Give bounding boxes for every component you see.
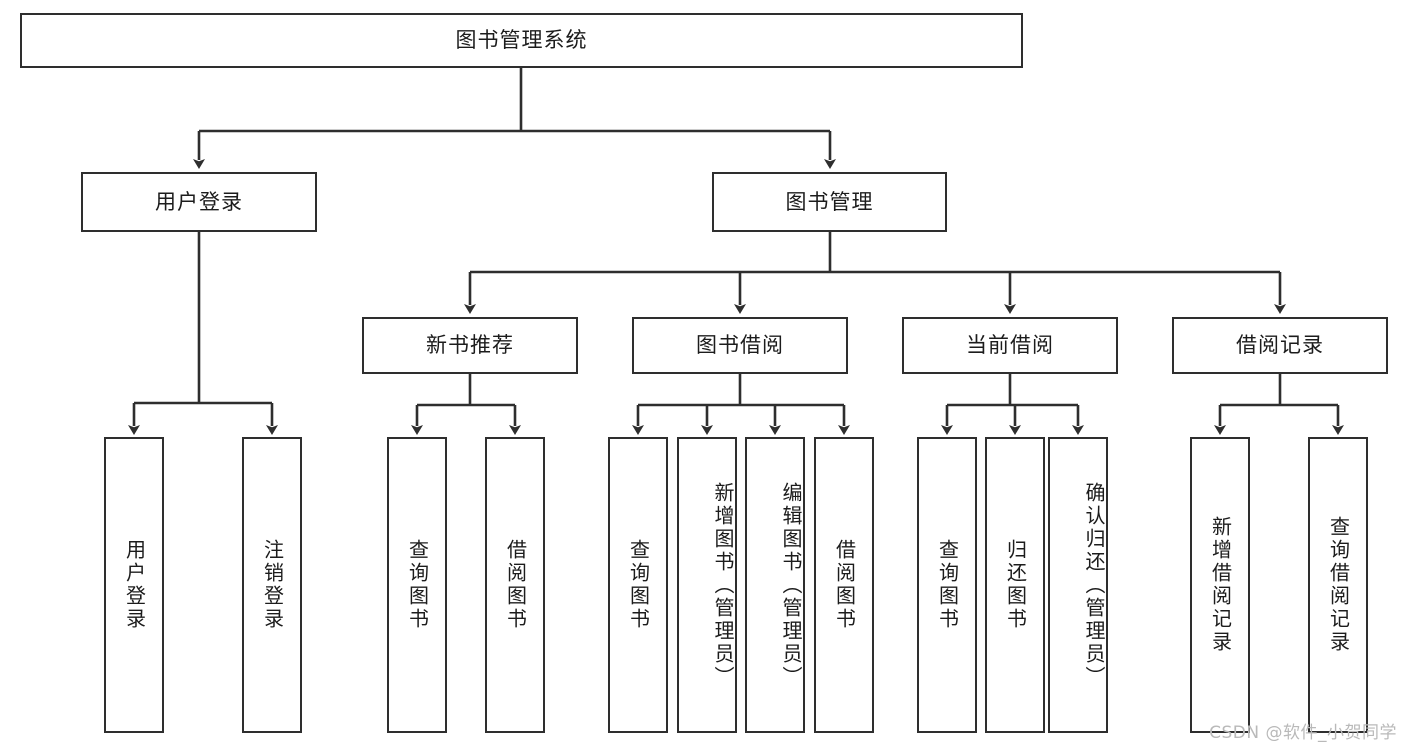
node-new-book-recommend-label: 新书推荐 — [426, 333, 514, 358]
leaf-query-book-recommend[interactable]: 查询图书 — [387, 437, 447, 733]
leaf-query-book-recommend-label: 查询图书 — [405, 539, 430, 631]
leaf-query-book-current-label: 查询图书 — [935, 539, 960, 631]
leaf-user-login[interactable]: 用户登录 — [104, 437, 164, 733]
leaf-edit-book-admin-label: 编辑图书（管理员） — [779, 481, 803, 689]
node-borrow-record[interactable]: 借阅记录 — [1172, 317, 1388, 374]
leaf-query-book-borrow[interactable]: 查询图书 — [608, 437, 668, 733]
leaf-query-borrow-record[interactable]: 查询借阅记录 — [1308, 437, 1368, 733]
leaf-borrow-book-recommend-label: 借阅图书 — [503, 539, 528, 631]
leaf-borrow-book[interactable]: 借阅图书 — [814, 437, 874, 733]
node-current-borrow[interactable]: 当前借阅 — [902, 317, 1118, 374]
node-root-label: 图书管理系统 — [455, 28, 588, 53]
leaf-user-logout[interactable]: 注销登录 — [242, 437, 302, 733]
node-book-borrow[interactable]: 图书借阅 — [632, 317, 848, 374]
leaf-confirm-return-admin-label: 确认归还（管理员） — [1082, 481, 1106, 689]
leaf-query-book-current[interactable]: 查询图书 — [917, 437, 977, 733]
leaf-return-book[interactable]: 归还图书 — [985, 437, 1045, 733]
leaf-user-logout-label: 注销登录 — [260, 539, 285, 631]
node-book-management-label: 图书管理 — [785, 189, 874, 214]
node-user-login[interactable]: 用户登录 — [81, 172, 317, 232]
leaf-edit-book-admin[interactable]: 编辑图书（管理员） — [745, 437, 805, 733]
node-book-borrow-label: 图书借阅 — [696, 333, 784, 358]
leaf-add-book-admin[interactable]: 新增图书（管理员） — [677, 437, 737, 733]
leaf-add-book-admin-label: 新增图书（管理员） — [711, 481, 735, 689]
leaf-borrow-book-label: 借阅图书 — [832, 539, 857, 631]
leaf-return-book-label: 归还图书 — [1003, 539, 1028, 631]
leaf-confirm-return-admin[interactable]: 确认归还（管理员） — [1048, 437, 1108, 733]
leaf-user-login-label: 用户登录 — [122, 539, 147, 631]
node-new-book-recommend[interactable]: 新书推荐 — [362, 317, 578, 374]
node-user-login-label: 用户登录 — [155, 189, 243, 214]
node-root[interactable]: 图书管理系统 — [20, 13, 1023, 68]
node-borrow-record-label: 借阅记录 — [1236, 333, 1324, 358]
leaf-query-borrow-record-label: 查询借阅记录 — [1326, 516, 1351, 654]
node-book-management[interactable]: 图书管理 — [712, 172, 947, 232]
leaf-borrow-book-recommend[interactable]: 借阅图书 — [485, 437, 545, 733]
leaf-add-borrow-record[interactable]: 新增借阅记录 — [1190, 437, 1250, 733]
leaf-query-book-borrow-label: 查询图书 — [626, 539, 651, 631]
leaf-add-borrow-record-label: 新增借阅记录 — [1208, 516, 1233, 654]
node-current-borrow-label: 当前借阅 — [966, 333, 1054, 358]
watermark-text: CSDN @软件_小贺同学 — [1209, 723, 1397, 743]
